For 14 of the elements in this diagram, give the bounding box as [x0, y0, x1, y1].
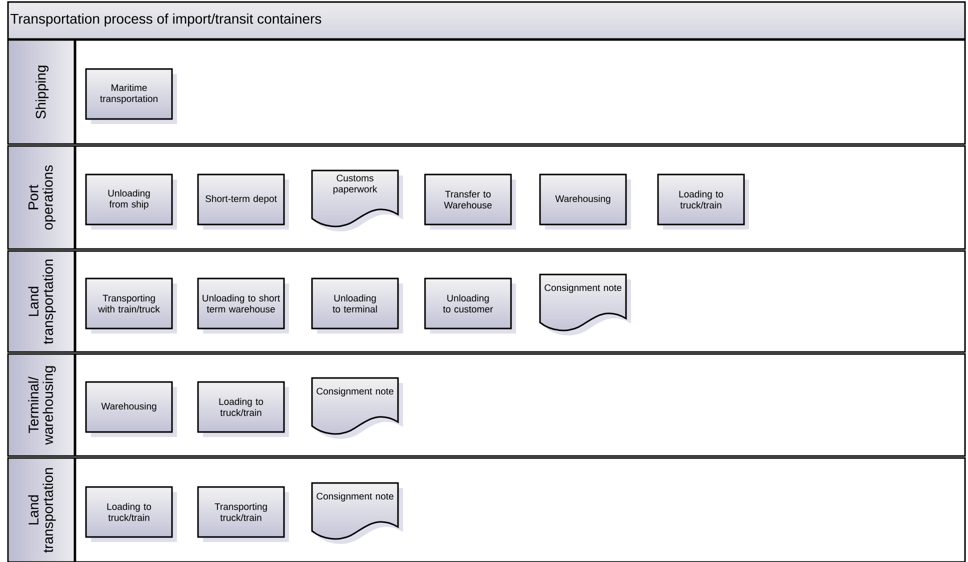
- process-box: Loading to truck/train: [657, 174, 749, 230]
- process-box: Transporting truck/train: [197, 486, 289, 542]
- process-box: Loading to truck/train: [85, 486, 177, 542]
- process-box: Unloading to customer: [424, 278, 516, 334]
- process-box: Transporting with train/truck: [85, 278, 177, 334]
- process-box: Loading to truck/train: [197, 381, 289, 437]
- process-box: Maritime transportation: [85, 68, 177, 124]
- process-box: Unloading to terminal: [311, 278, 403, 334]
- process-box: Transfer to Warehouse: [424, 174, 516, 230]
- process-box: Warehousing: [539, 174, 631, 230]
- process-box: Unloading to short term warehouse: [197, 278, 289, 334]
- process-box: Short-term depot: [197, 174, 289, 230]
- process-box: Unloading from ship: [85, 174, 177, 230]
- process-box: Warehousing: [85, 381, 177, 437]
